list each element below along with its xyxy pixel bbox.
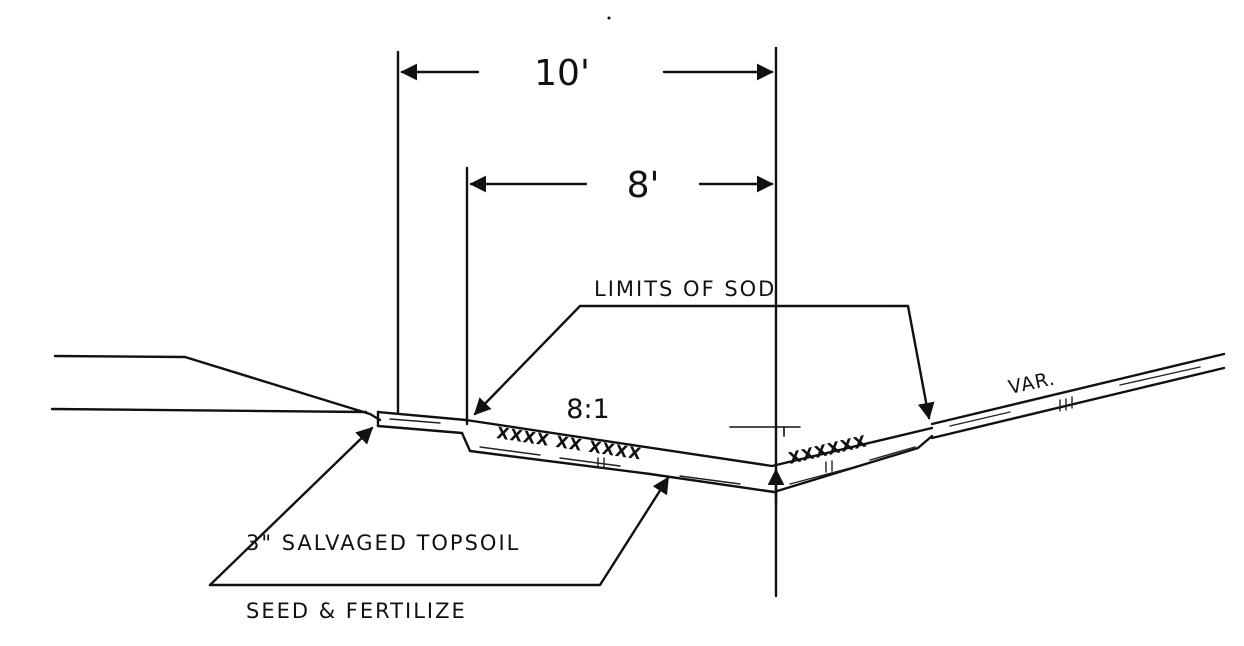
hatch-mark [1119,366,1201,386]
hatch-mark [949,411,1011,427]
inner-width-label: 8' [627,165,660,206]
ground-line-upper [53,354,382,422]
limits-of-sod-leader-left [473,304,898,416]
shoulder-strip-top [376,410,468,422]
hatch-mark [679,475,741,485]
topsoil-label: 3" SALVAGED TOPSOIL [246,531,520,555]
sod-marks-right: XXXXXX [787,431,869,468]
sod-surface [464,418,934,468]
topsoil-bottom [460,431,934,494]
inner-width-dimension: 8' [469,165,774,206]
ground-line-lower [50,407,368,414]
ground-profile-left [50,354,382,422]
topsoil-leader-left [208,426,374,587]
topsoil-callout: 3" SALVAGED TOPSOIL SEED & FERTILIZE [208,426,670,623]
variable-slope-label: VAR. [1006,368,1057,399]
limits-of-sod-leader-right [894,304,935,420]
slope-ratio-label: 8:1 [566,394,609,425]
hatch-mark [559,457,621,467]
topsoil-leader [208,476,670,587]
backslope-line-upper [930,352,1226,426]
extension-lines [396,46,778,598]
hatch-mark [389,418,441,424]
registration-dot [607,16,611,20]
topsoil-hatching [389,418,916,485]
outer-width-label: 10' [534,53,590,94]
backslope-right: VAR. [930,352,1226,440]
outer-width-dimension: 10' [400,53,774,94]
seed-fertilize-label: SEED & FERTILIZE [246,599,467,623]
ditch-section: XXXX XX XXXX XXXXXX [376,410,934,507]
backslope-line-lower [930,366,1226,440]
hatch-mark [479,446,541,456]
limits-of-sod-label: LIMITS OF SOD [594,277,776,301]
limits-of-sod-callout: LIMITS OF SOD [473,277,935,420]
hatch-mark [869,446,916,461]
hatch-mark [789,467,851,485]
shoulder-strip-bottom [376,424,464,435]
